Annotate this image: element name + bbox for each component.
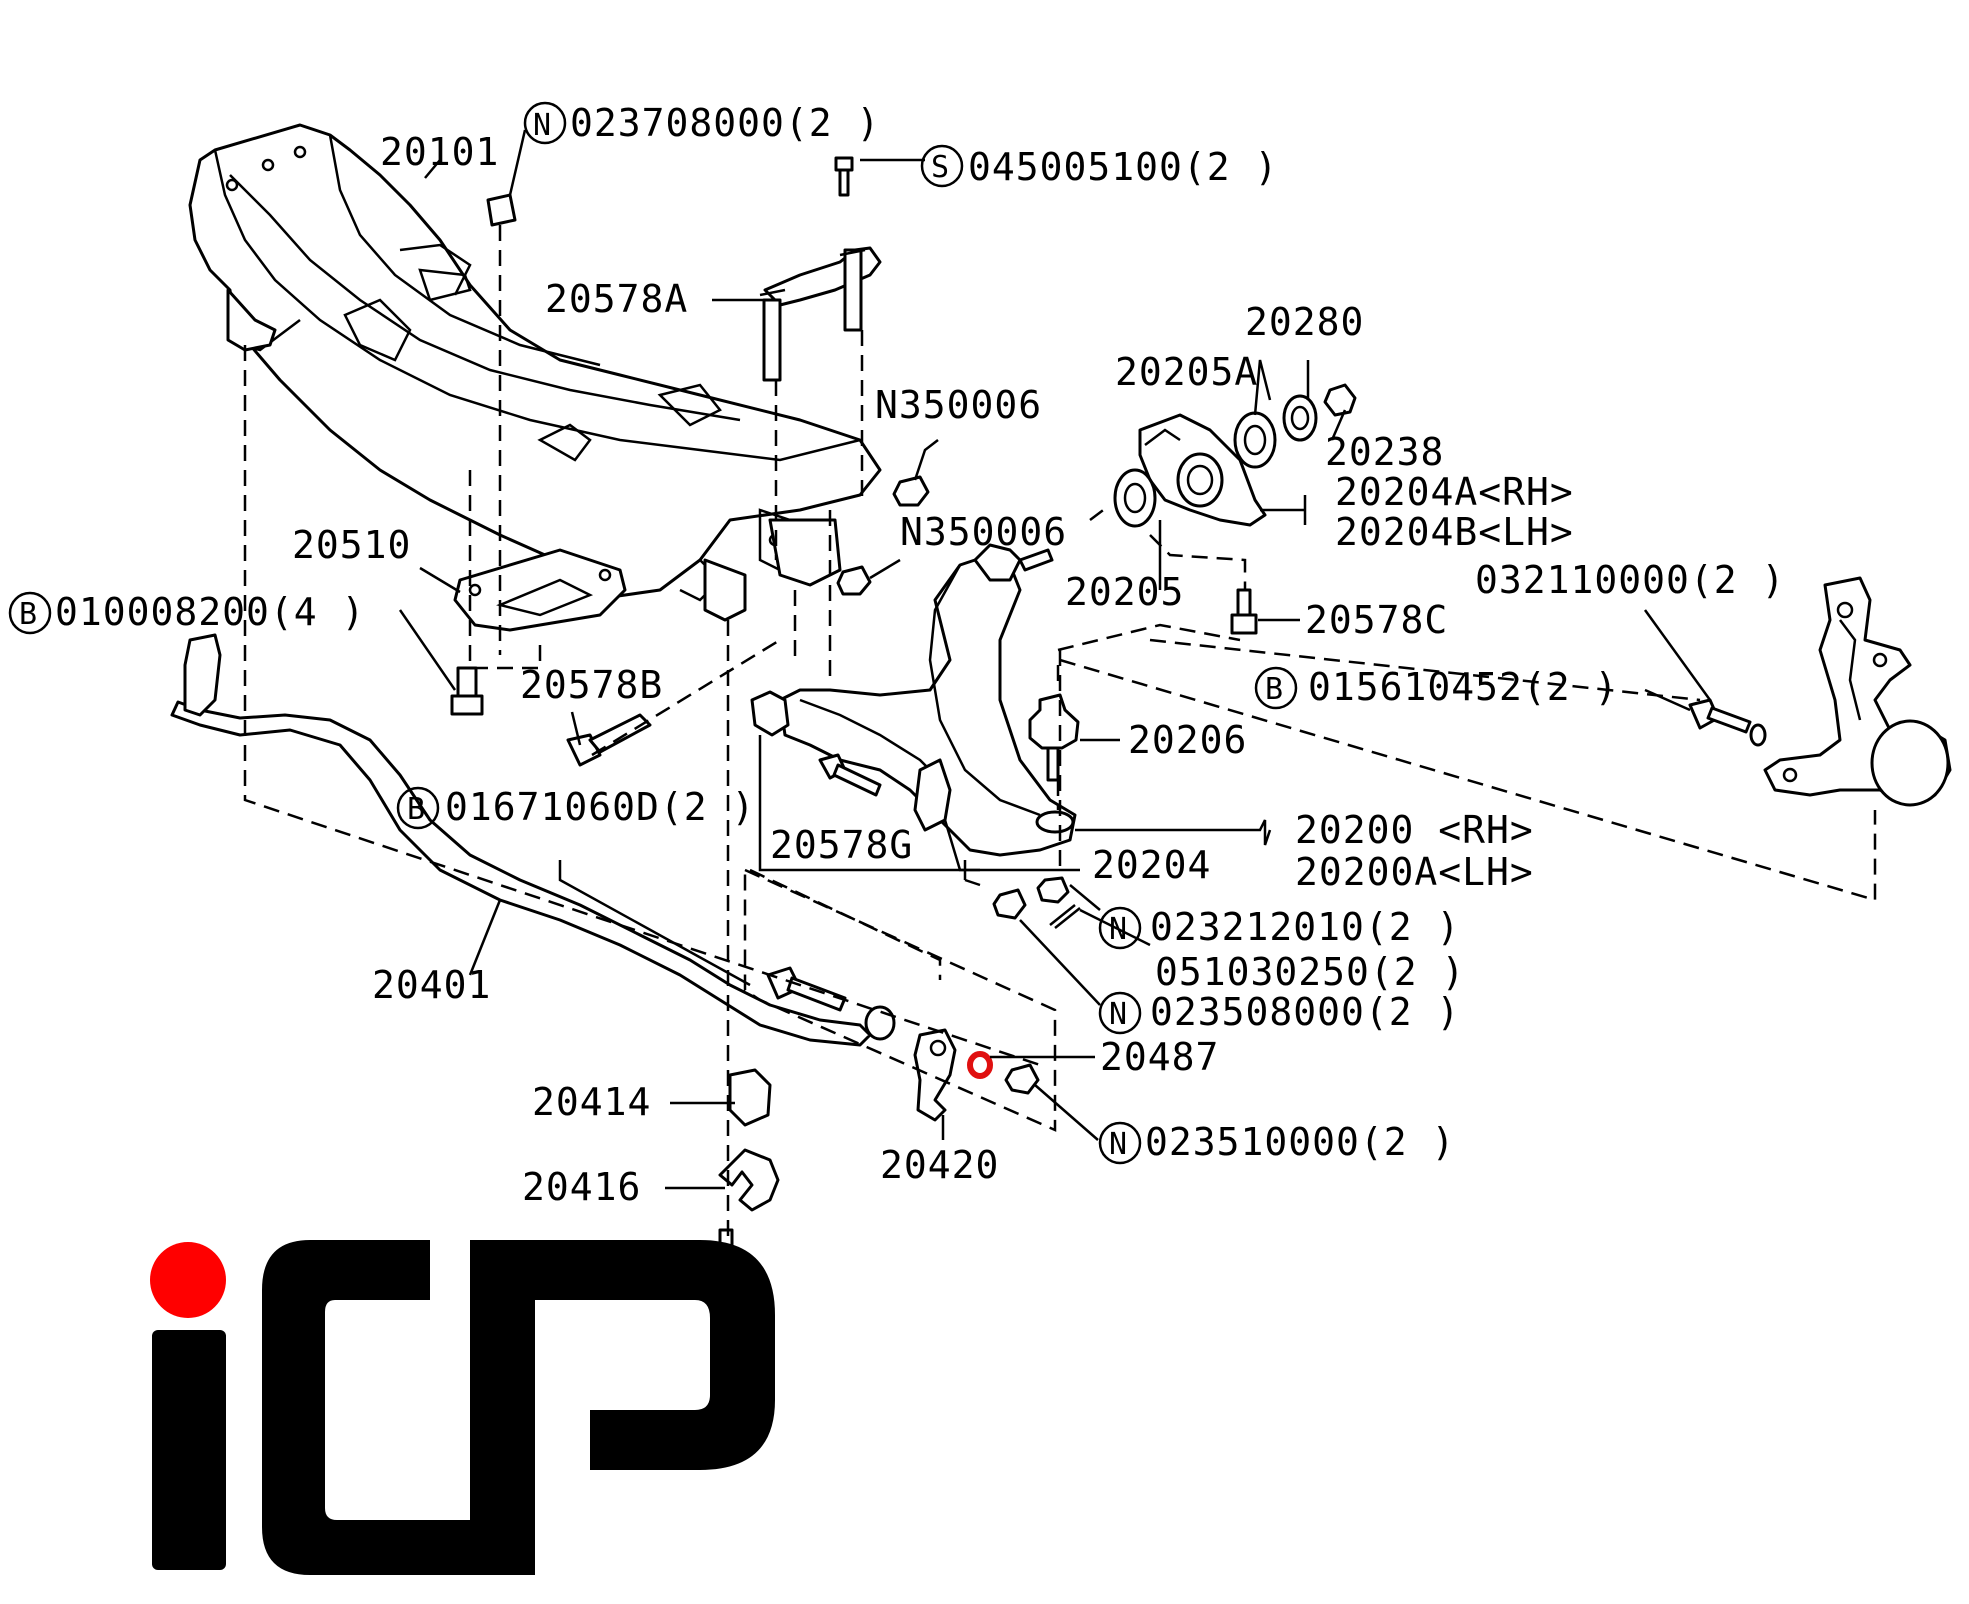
arm-nut-small: [992, 888, 1027, 920]
crossmember-nut-small: [486, 193, 517, 227]
prefix-b-text: B: [19, 597, 37, 632]
nut-N350006-lower: [836, 565, 872, 596]
prefix-n-circle: [1098, 906, 1142, 950]
rear-bushing-20204: [1138, 413, 1267, 527]
nut-20238: [1323, 383, 1357, 417]
stab-link-20420: [913, 1028, 957, 1122]
label-20578A: 20578A: [545, 277, 688, 321]
steering-knuckle: [1763, 576, 1952, 807]
prefix-b-text: B: [407, 792, 425, 827]
prefix-n-circle: [1098, 1121, 1142, 1165]
leader-lines: [398, 129, 1712, 1190]
bolt-20578C: [1230, 588, 1258, 635]
stab-link-nut: [1004, 1063, 1040, 1095]
knuckle-bolt: [1688, 698, 1767, 747]
label-20578C: 20578C: [1305, 598, 1448, 642]
stabilizer-bar-20401: [170, 633, 872, 1047]
label-20101: 20101: [380, 130, 499, 174]
ball-joint-20206: [1028, 693, 1080, 782]
label-023508000: 023508000(2 ): [1150, 990, 1460, 1034]
prefix-symbols: N S B B B N N N P: [8, 101, 1298, 1282]
label-20204A: 20204A<RH>: [1335, 470, 1574, 514]
stab-clamp-20416: [718, 1148, 780, 1212]
arm-front-bushing: [750, 690, 790, 737]
prefix-b-text: B: [1265, 672, 1283, 707]
washer-20205: [1113, 468, 1157, 528]
prefix-n-text: N: [1109, 1127, 1127, 1162]
label-20578G: 20578G: [770, 823, 913, 867]
plate-bolt: [450, 666, 484, 716]
label-20578B: 20578B: [520, 663, 663, 707]
prefix-s-circle: [920, 144, 964, 188]
label-20200A-lh: 20200A<LH>: [1295, 850, 1534, 894]
washer-20280: [1282, 394, 1318, 442]
bracket-bolt-small: [834, 156, 854, 197]
prefix-s-text: S: [931, 150, 949, 185]
part-labels: 20101 023708000(2 ) 045005100(2 ) 20578A…: [55, 101, 1785, 1209]
label-20510: 20510: [292, 523, 411, 567]
label-01671060D: 01671060D(2 ): [445, 785, 755, 829]
label-20414: 20414: [532, 1080, 651, 1124]
label-20280: 20280: [1245, 300, 1364, 344]
label-N350006-lower: N350006: [900, 510, 1067, 554]
nut-N350006-upper: [892, 475, 930, 507]
label-20206: 20206: [1128, 718, 1247, 762]
label-015610452: 015610452(2 ): [1308, 665, 1618, 709]
assembly-dashed-lines: [243, 225, 1877, 1240]
prefix-b-circle: [396, 786, 440, 830]
label-023212010: 023212010(2 ): [1150, 905, 1460, 949]
stab-link-bushing: [864, 1005, 896, 1041]
bolt-20578G: [818, 753, 882, 797]
ball-joint-nut-small: [1036, 876, 1070, 904]
label-20401: 20401: [372, 963, 491, 1007]
label-20420: 20420: [880, 1143, 999, 1187]
label-051030250: 051030250(2 ): [1155, 950, 1465, 994]
prefix-n-text: N: [1109, 912, 1127, 947]
prefix-n-circle: [523, 101, 567, 145]
logo-letter-p: [470, 1240, 775, 1575]
label-023708000: 023708000(2 ): [570, 101, 880, 145]
washer-20205A: [1233, 411, 1277, 469]
prefix-n-text: N: [533, 108, 551, 143]
label-20205A: 20205A: [1115, 350, 1258, 394]
crossmember-legs: [226, 288, 842, 622]
label-023510000: 023510000(2 ): [1145, 1120, 1455, 1164]
label-20487: 20487: [1100, 1035, 1219, 1079]
label-20200-rh: 20200 <RH>: [1295, 808, 1534, 852]
label-N350006-upper: N350006: [875, 383, 1042, 427]
stab-link-bolt: [766, 966, 847, 1012]
label-032110000: 032110000(2 ): [1475, 558, 1785, 602]
lower-control-arm-20200: [778, 543, 1077, 857]
washer-20487-highlighted: [967, 1051, 993, 1079]
prefix-n-text: N: [1109, 997, 1127, 1032]
label-20204B: 20204B<LH>: [1335, 510, 1574, 554]
logo-letter-c: [262, 1240, 490, 1575]
label-010008200: 010008200(4 ): [55, 590, 365, 634]
prefix-b-circle: [1254, 666, 1298, 710]
label-20238: 20238: [1325, 430, 1444, 474]
prefix-n-circle: [1098, 991, 1142, 1035]
logo-letter-i: [152, 1330, 226, 1570]
stab-bushing-20414: [728, 1068, 772, 1127]
prefix-b-circle: [8, 591, 52, 635]
label-20204: 20204: [1092, 843, 1211, 887]
plate-20510: [453, 548, 627, 632]
icp-logo: [150, 1240, 775, 1575]
logo-dot: [150, 1242, 226, 1318]
label-20416: 20416: [522, 1165, 641, 1209]
cotter-pin-small: [1049, 904, 1081, 929]
bolt-20578B: [566, 713, 652, 767]
bracket-20578A: [759, 246, 882, 382]
label-20205: 20205: [1065, 570, 1184, 614]
label-045005100: 045005100(2 ): [968, 145, 1278, 189]
arm-bracket-20204: [913, 758, 952, 832]
